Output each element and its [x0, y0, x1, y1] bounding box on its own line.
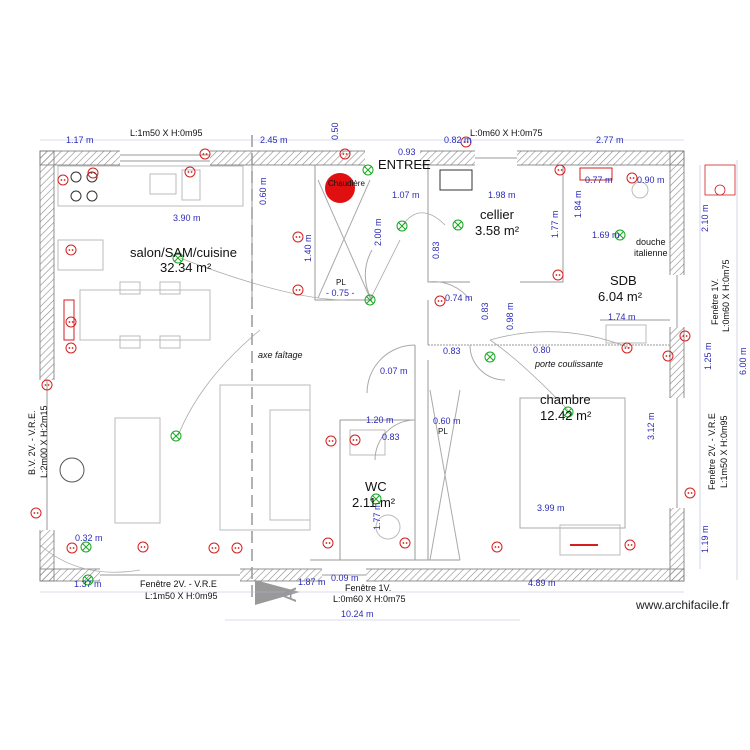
entry-door-marker	[704, 164, 736, 196]
door-swings	[364, 249, 506, 461]
window-right-ch-1: Fenêtre 2V. - V.R.E	[707, 413, 717, 490]
dim-text: 0.50	[330, 122, 340, 140]
window-left-2: L:2m00 X H:2m15	[39, 405, 49, 478]
dim-text: 2.00 m	[373, 218, 383, 246]
storage-crosses	[317, 179, 461, 561]
dim-text: 0.07 m	[380, 366, 408, 376]
dim-text: 1.74 m	[608, 312, 636, 322]
boiler-label: Chaudière	[328, 179, 365, 188]
dim-text: 3.12 m	[646, 412, 656, 440]
dim-text: 0.83	[431, 241, 441, 259]
interior-walls	[251, 165, 670, 561]
dim-text: 0.60 m	[258, 177, 268, 205]
section-letter: A	[276, 587, 301, 602]
room-name-entree: ENTREE	[378, 157, 431, 172]
lights	[80, 164, 626, 586]
dim-text: 0.83	[382, 432, 400, 442]
dim-text: 1.19 m	[700, 525, 710, 553]
room-area-salon: 32.34 m²	[160, 260, 212, 275]
dim-text: 1.69 m	[592, 230, 620, 240]
kitchen-counter	[57, 165, 244, 349]
dim-text: 1.25 m	[703, 342, 713, 370]
window-right-sdb-1: Fenêtre 1V.	[710, 279, 720, 325]
dim-text: 1.77 m	[372, 502, 382, 530]
window-top-mid: L:0m60 X H:0m75	[470, 128, 543, 138]
window-bottom-wc-1: Fenêtre 1V.	[345, 583, 391, 593]
wc-fixtures	[349, 429, 401, 540]
section-arrow	[255, 580, 300, 605]
dim-text: 1.17 m	[66, 135, 94, 145]
window-right-sdb-2: L:0m60 X H:0m75	[721, 259, 731, 332]
dim-text: 1.37 m	[74, 579, 102, 589]
dim-text: 2.77 m	[596, 135, 624, 145]
dim-text: 1.98 m	[488, 190, 516, 200]
dim-text: 0.83	[443, 346, 461, 356]
dim-text: 6.00 m	[738, 347, 748, 375]
room-area-sdb: 6.04 m²	[598, 289, 643, 304]
dim-text: 0.98 m	[505, 302, 515, 330]
window-bottom-left-1: Fenêtre 2V. - V.R.E	[140, 579, 217, 589]
window-bottom-left-2: L:1m50 X H:0m95	[145, 591, 218, 601]
sockets	[30, 136, 696, 554]
boiler	[325, 173, 355, 203]
dim-text: 0.74 m	[445, 293, 473, 303]
watermark[interactable]: www.archifacile.fr	[636, 598, 730, 612]
window-top-left: L:1m50 X H:0m95	[130, 128, 203, 138]
dim-text: 1.20 m	[366, 415, 394, 425]
ridge-label: axe faîtage	[258, 350, 303, 360]
living-furniture	[59, 384, 311, 531]
closet-label-2: PL	[438, 427, 448, 436]
dim-text: 4.89 m	[528, 578, 556, 588]
dim-text: 0.83	[480, 302, 490, 320]
dim-text: 2.45 m	[260, 135, 288, 145]
shower-label-2: italienne	[634, 248, 668, 258]
dim-text: 1.87 m	[298, 577, 326, 587]
dim-text: 1.07 m	[392, 190, 420, 200]
exterior-walls	[39, 150, 685, 582]
window-right-ch-2: L:1m50 X H:0m95	[719, 415, 729, 488]
room-name-salon: salon/SAM/cuisine	[130, 245, 237, 260]
dim-text: 0.82 m	[444, 135, 472, 145]
room-area-chambre: 12.42 m²	[540, 408, 592, 423]
dim-text: - 0.75 -	[326, 288, 355, 298]
dimension-lines	[40, 139, 738, 621]
wiring	[39, 212, 631, 573]
closet-label-1: PL	[336, 278, 346, 287]
room-name-cellier: cellier	[480, 207, 515, 222]
room-area-wc: 2.11 m²	[352, 495, 396, 510]
dim-text: 0.80	[533, 345, 551, 355]
window-left-1: B.V. 2V. - V.R.E.	[27, 410, 37, 475]
dim-text: 0.60 m	[433, 416, 461, 426]
dim-text: 0.77 m	[585, 175, 613, 185]
dim-text: 0.90 m	[637, 175, 665, 185]
dim-text: 1.40 m	[303, 234, 313, 262]
dim-text: 2.10 m	[700, 204, 710, 232]
sliding-door-label: porte coulissante	[534, 359, 603, 369]
shower-label-1: douche	[636, 237, 666, 247]
dim-text: 10.24 m	[341, 609, 374, 619]
room-area-cellier: 3.58 m²	[475, 223, 520, 238]
dim-text: 0.32 m	[75, 533, 103, 543]
dim-text: 3.99 m	[537, 503, 565, 513]
dimension-texts: 1.17 m 2.45 m 0.50 0.93 0.82 m 2.77 m 3.…	[66, 122, 748, 619]
dim-text: 1.77 m	[550, 210, 560, 238]
dim-text: 0.93	[398, 147, 416, 157]
bed	[559, 524, 621, 556]
room-name-sdb: SDB	[610, 273, 637, 288]
dim-text: 1.84 m	[573, 190, 583, 218]
room-name-chambre: chambre	[540, 392, 591, 407]
door-bell-icon	[714, 184, 726, 196]
dim-text: 3.90 m	[173, 213, 201, 223]
window-bottom-wc-2: L:0m60 X H:0m75	[333, 594, 406, 604]
room-name-wc: WC	[365, 479, 387, 494]
dim-text: 0.09 m	[331, 573, 359, 583]
